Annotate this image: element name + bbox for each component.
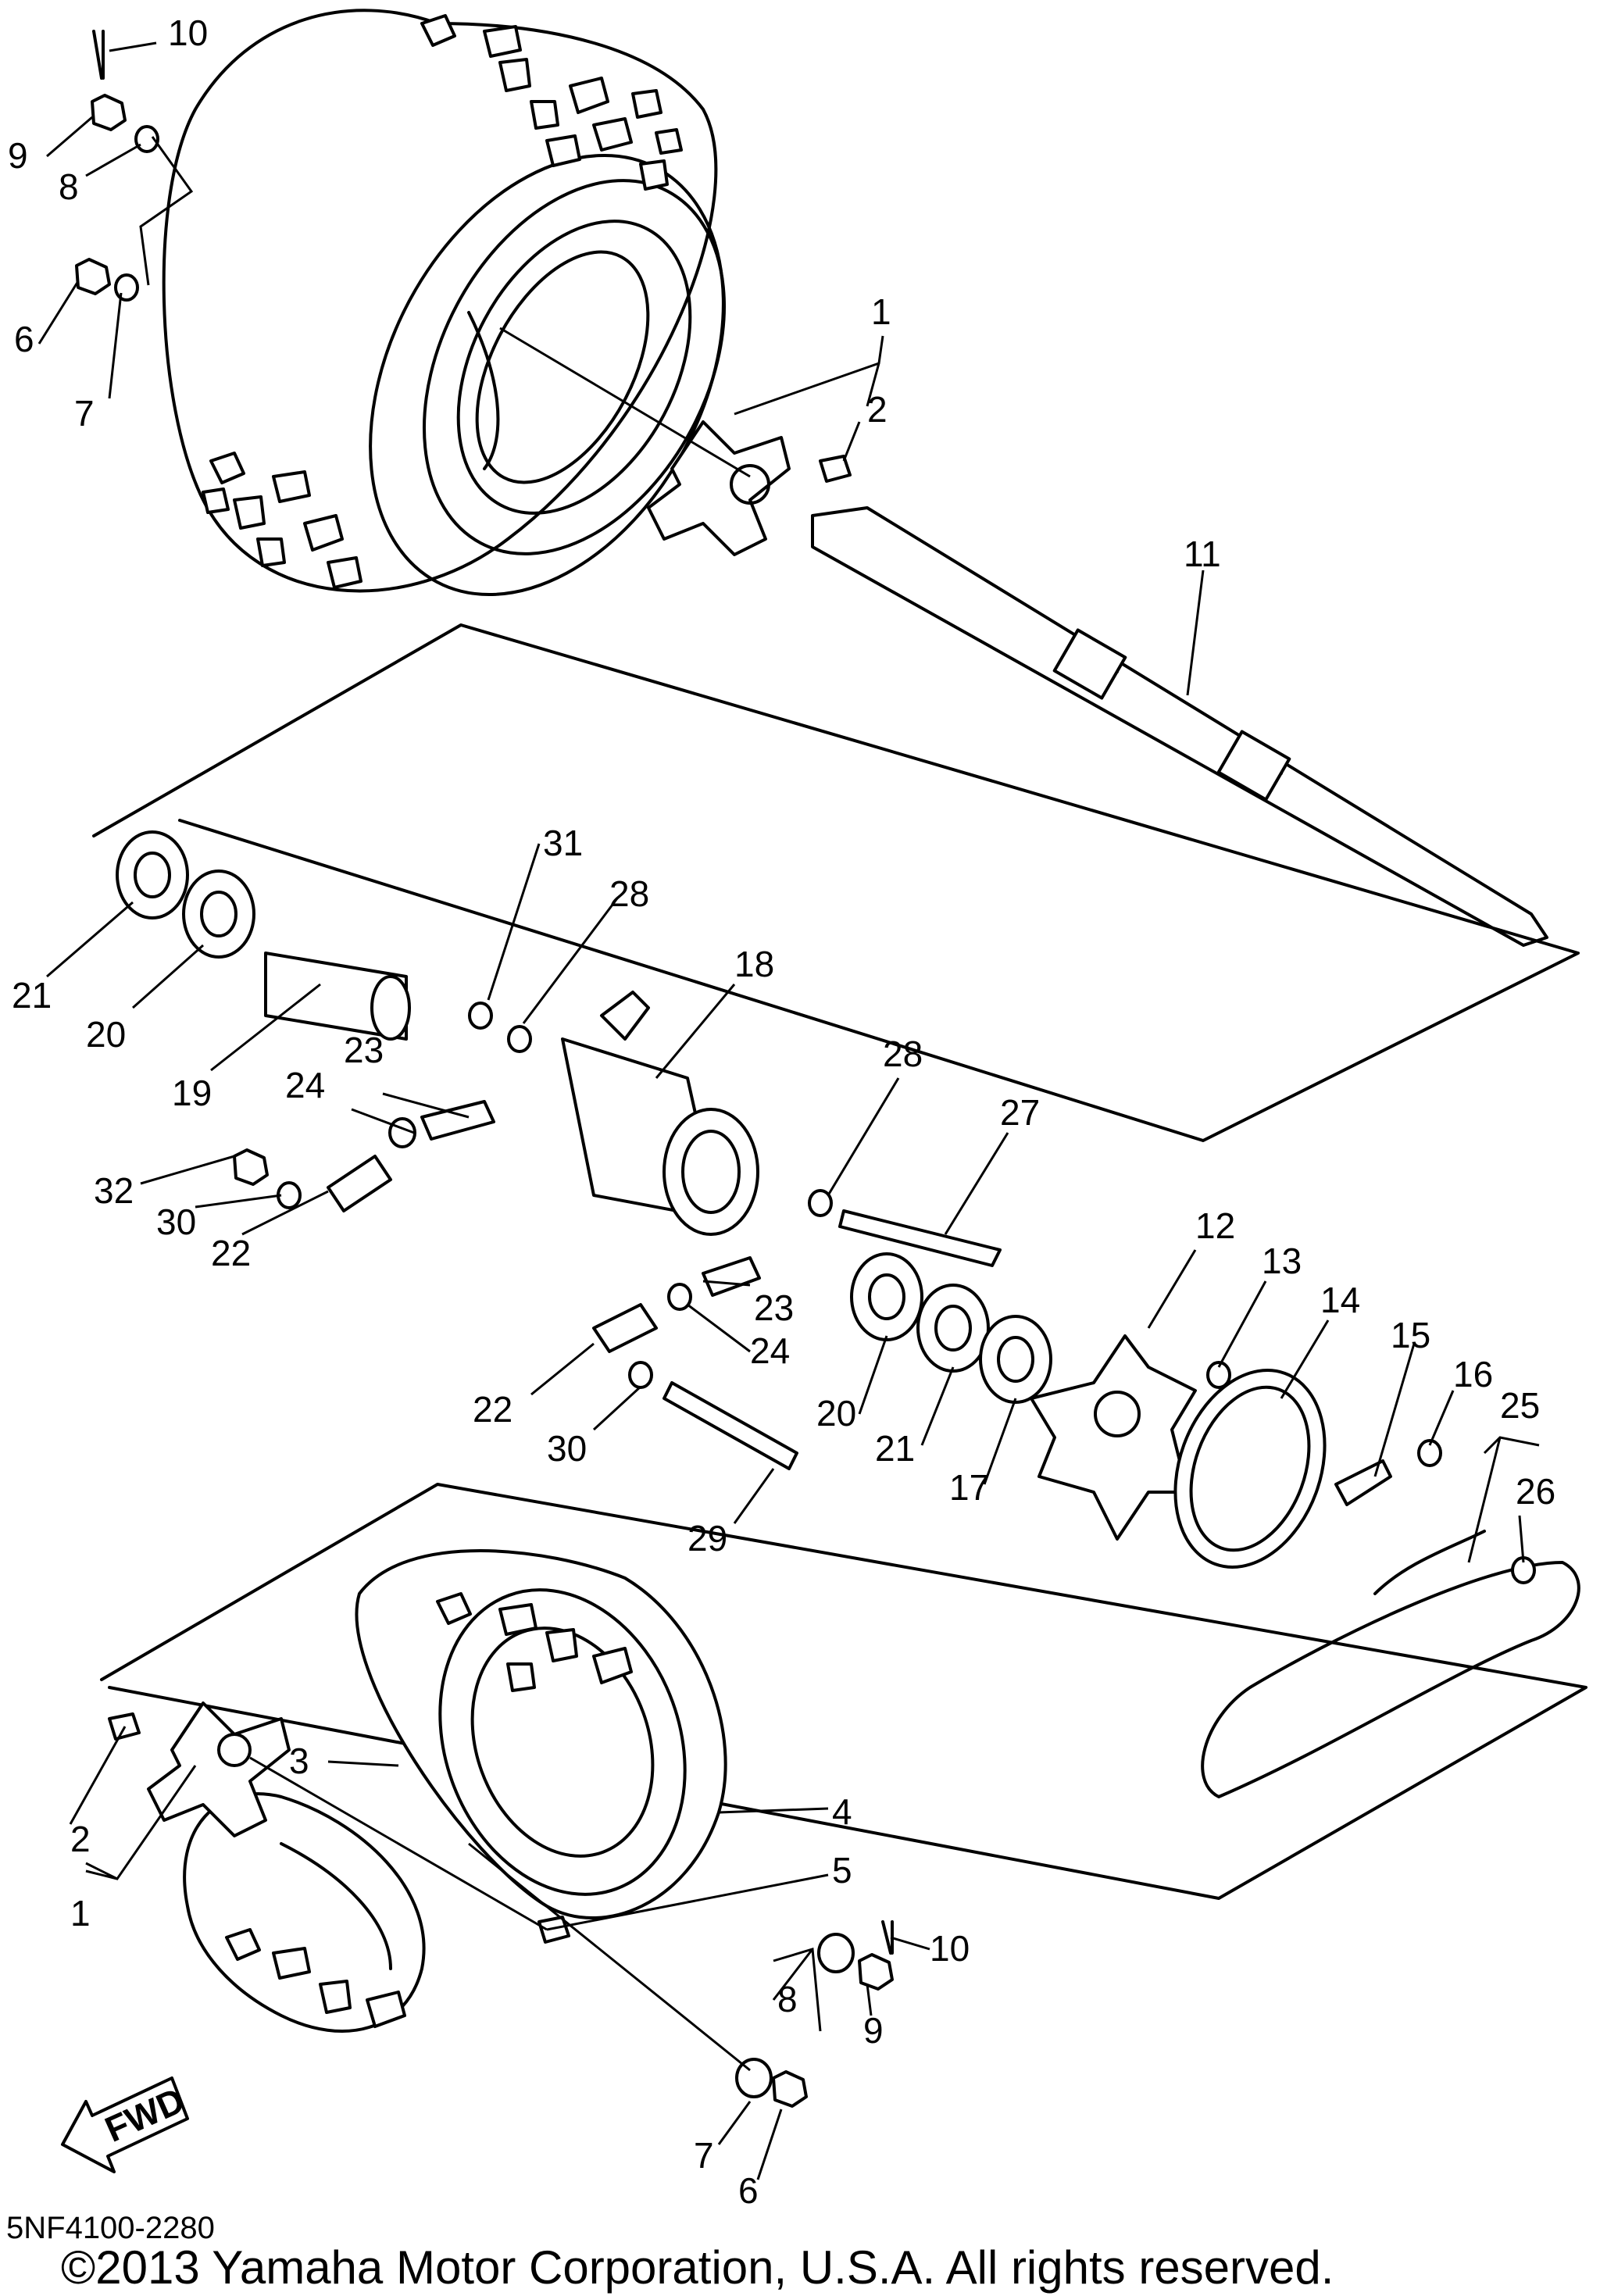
callout-labels: 10 9 8 6 7 1 2 11 31 28 18 21 20 19 23 2…: [8, 12, 1555, 2211]
callout-24: 24: [285, 1065, 325, 1105]
callout-30: 30: [156, 1202, 196, 1242]
callout-20: 20: [86, 1014, 126, 1055]
callout-20-b: 20: [816, 1393, 856, 1434]
callout-25: 25: [1500, 1385, 1540, 1426]
group-frame-upper: [92, 623, 1580, 1142]
callout-12: 12: [1195, 1205, 1235, 1246]
callout-28-b: 28: [883, 1034, 923, 1074]
swingarm-assembly: [116, 830, 1052, 1470]
callout-10: 10: [168, 12, 208, 53]
leader-lines: [38, 41, 1540, 2180]
callout-32: 32: [94, 1170, 134, 1211]
callout-14: 14: [1320, 1280, 1360, 1320]
rear-axle-shaft: [811, 506, 1548, 947]
sprocket-and-chain: [1030, 1334, 1580, 1798]
lower-tire: [183, 1549, 727, 2033]
callout-23: 23: [344, 1030, 384, 1070]
callout-6: 6: [14, 319, 34, 359]
callout-24-b: 24: [750, 1330, 790, 1371]
callout-7-b: 7: [694, 2135, 714, 2176]
callout-13: 13: [1262, 1241, 1302, 1281]
lower-hub-hardware: [108, 1701, 894, 2108]
callout-19: 19: [172, 1073, 212, 1113]
callout-16: 16: [1453, 1354, 1493, 1394]
callout-4: 4: [832, 1791, 852, 1832]
callout-5: 5: [832, 1850, 852, 1891]
callout-1-b: 1: [70, 1893, 91, 1934]
callout-3: 3: [289, 1741, 309, 1781]
callout-10-b: 10: [930, 1928, 970, 1969]
callout-22-b: 22: [473, 1389, 512, 1430]
callout-2-b: 2: [70, 1819, 91, 1859]
upper-wheel-hub: [499, 327, 852, 556]
callout-21-b: 21: [875, 1428, 915, 1469]
callout-15: 15: [1391, 1315, 1430, 1355]
callout-29: 29: [688, 1518, 727, 1559]
callout-28: 28: [609, 873, 649, 914]
upper-hardware: [75, 30, 159, 302]
fwd-arrow: FWD: [61, 2076, 191, 2173]
callout-9-b: 9: [863, 2010, 884, 2051]
diagram-code: 5NF4100-2280: [6, 2211, 215, 2245]
callout-30-b: 30: [547, 1428, 587, 1469]
callout-8-b: 8: [777, 1979, 798, 2019]
callout-23-b: 23: [754, 1287, 794, 1328]
callout-31: 31: [543, 823, 583, 863]
callout-17: 17: [949, 1467, 989, 1508]
callout-18: 18: [734, 944, 774, 984]
callout-22: 22: [211, 1233, 251, 1273]
callout-26: 26: [1516, 1471, 1555, 1512]
callout-8: 8: [59, 166, 79, 207]
group-frame-lower: [100, 1483, 1588, 1900]
callout-9: 9: [8, 135, 28, 176]
callout-2: 2: [867, 389, 888, 430]
callout-11: 11: [1184, 534, 1221, 574]
callout-1: 1: [871, 291, 891, 332]
callout-21: 21: [12, 975, 52, 1016]
callout-27: 27: [1000, 1092, 1040, 1133]
callout-6-b: 6: [738, 2170, 759, 2211]
copyright-notice: ©2013 Yamaha Motor Corporation, U.S.A. A…: [61, 2241, 1334, 2294]
upper-tire: [162, 9, 726, 597]
callout-7: 7: [74, 393, 95, 434]
